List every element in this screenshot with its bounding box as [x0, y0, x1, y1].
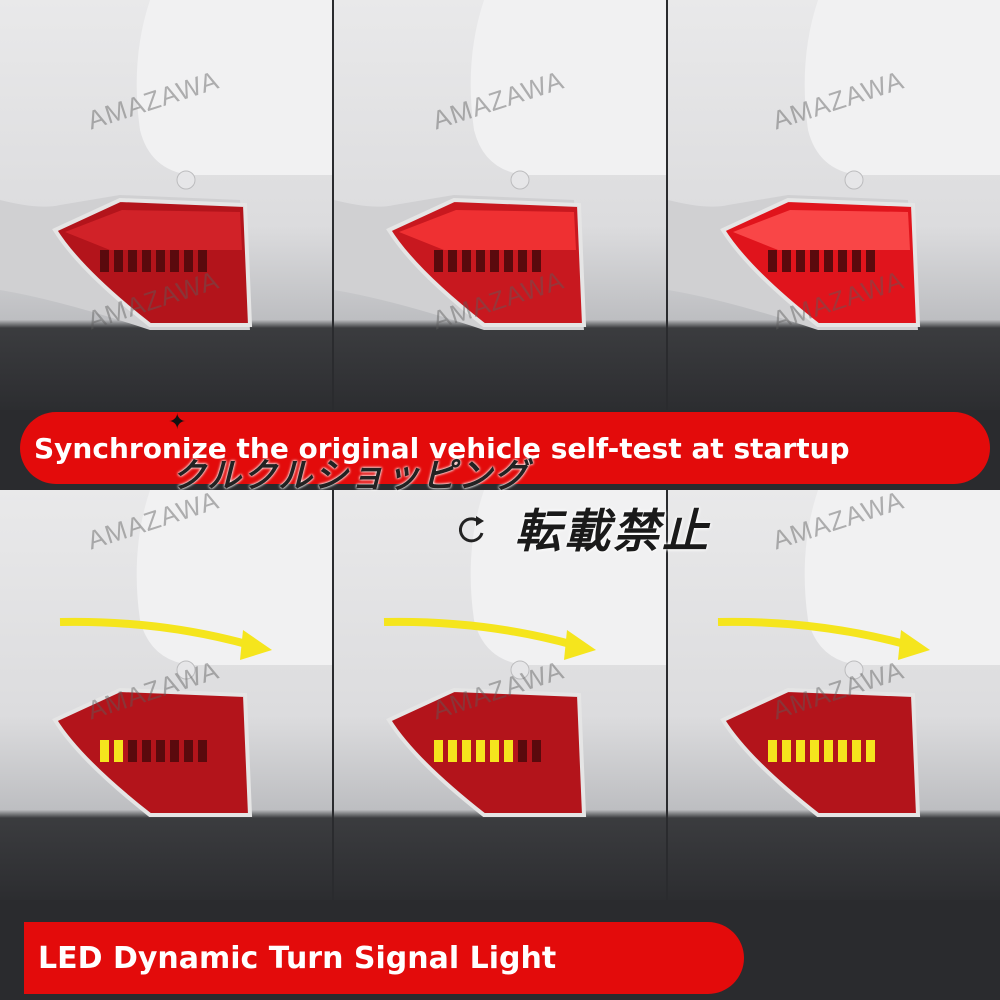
no-reprint-watermark: 転載禁止 — [515, 504, 711, 558]
shop-watermark: クルクルショッピング — [172, 456, 530, 496]
lamp-illustration — [334, 490, 666, 817]
lamp-illustration — [0, 0, 332, 330]
startup-banner: Synchronize the original vehicle self-te… — [20, 412, 990, 484]
turn-signal-banner-text: LED Dynamic Turn Signal Light — [38, 940, 557, 976]
startup-banner-text: Synchronize the original vehicle self-te… — [34, 431, 850, 465]
turn-signal-panel-3 — [668, 490, 1000, 900]
lamp-illustration — [668, 0, 1000, 330]
turn-signal-panel-1 — [0, 490, 332, 900]
startup-panel-2 — [334, 0, 666, 410]
turn-signal-panel-2 — [334, 490, 666, 900]
lamp-illustration — [668, 490, 1000, 817]
lamp-illustration — [0, 490, 332, 817]
sparkle-icon: ✦ — [168, 410, 187, 435]
lamp-illustration — [334, 0, 666, 330]
copy-arrow-icon — [458, 516, 484, 543]
startup-panel-3 — [668, 0, 1000, 410]
startup-panel-1 — [0, 0, 332, 410]
turn-signal-banner: LED Dynamic Turn Signal Light — [24, 922, 744, 994]
